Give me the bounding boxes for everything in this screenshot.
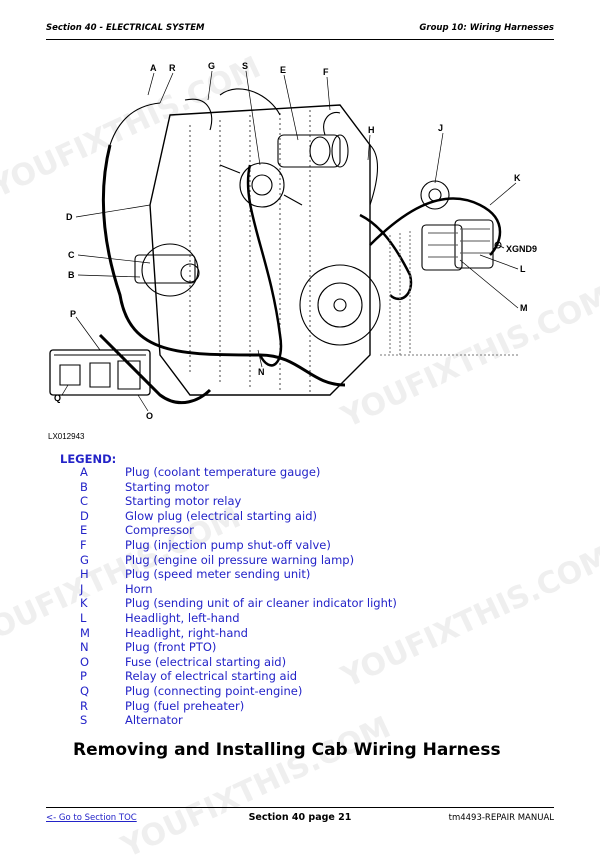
legend-text: Starting motor [125, 479, 210, 494]
legend-title: LEGEND: [60, 452, 117, 466]
legend-text: Plug (fuel preheater) [125, 698, 245, 713]
legend-item: K Plug (sending unit of air cleaner indic… [80, 596, 397, 611]
legend-item: E Compressor [80, 523, 397, 538]
legend-key: M [80, 625, 90, 640]
manual-id: tm4493-REPAIR MANUAL [448, 813, 554, 823]
legend-key: O [80, 654, 90, 669]
legend-text: Horn [125, 581, 153, 596]
legend-text: Alternator [125, 713, 183, 728]
callout-Q: Q [54, 393, 61, 403]
callout-R: R [169, 63, 176, 73]
legend-text: Plug (connecting point-engine) [125, 683, 303, 698]
callout-B: B [68, 270, 75, 280]
section-title: Removing and Installing Cab Wiring Harne… [73, 740, 501, 760]
legend-key: K [80, 596, 88, 611]
page-footer: <- Go to Section TOC Section 40 page 21 … [46, 807, 554, 832]
callout-N: N [258, 367, 265, 377]
legend-item: H Plug (speed meter sending unit) [80, 567, 397, 582]
legend-key: H [80, 567, 89, 582]
legend-item: L Headlight, left-hand [80, 611, 397, 626]
callout-P: P [70, 309, 76, 319]
callout-A: A [150, 63, 157, 73]
legend-item: C Starting motor relay [80, 494, 397, 509]
legend-item: J Horn [80, 582, 397, 597]
legend-item: P Relay of electrical starting aid [80, 669, 397, 684]
figure-id: LX012943 [48, 432, 85, 441]
legend-key: B [80, 479, 88, 494]
legend-key: G [80, 552, 89, 567]
legend-text: Fuse (electrical starting aid) [125, 654, 287, 669]
legend-key: P [80, 669, 87, 684]
legend-text: Headlight, left-hand [125, 610, 240, 625]
callout-H: H [368, 125, 375, 135]
legend-item: A Plug (coolant temperature gauge) [80, 465, 397, 480]
legend-text: Plug (injection pump shut-off valve) [125, 537, 331, 552]
legend-key: C [80, 494, 89, 509]
section-toc-link[interactable]: <- Go to Section TOC [46, 813, 137, 823]
legend-key: Q [80, 683, 90, 698]
callout-K: K [514, 173, 521, 183]
legend-text: Compressor [125, 523, 194, 538]
callout-M: M [520, 303, 528, 313]
callout-L: L [520, 264, 526, 274]
engine-wiring-diagram: A R G S E F H J K XGND9 L M D C B P Q O … [49, 61, 537, 421]
callout-leaders [61, 70, 519, 412]
callout-C: C [68, 250, 75, 260]
legend-item: S Alternator [80, 713, 397, 728]
legend-item: O Fuse (electrical starting aid) [80, 655, 397, 670]
legend-key: D [80, 508, 89, 523]
legend-text: Plug (front PTO) [125, 640, 217, 655]
legend-key: L [80, 610, 87, 625]
legend-item: G Plug (engine oil pressure warning lamp) [80, 553, 397, 568]
callout-O: O [146, 411, 153, 421]
page-number: Section 40 page 21 [248, 812, 352, 823]
legend-text: Plug (speed meter sending unit) [125, 567, 311, 582]
legend-key: N [80, 640, 89, 655]
legend-text: Plug (coolant temperature gauge) [125, 465, 321, 479]
legend-key: A [80, 465, 88, 479]
legend-item: B Starting motor [80, 480, 397, 495]
callout-F: F [323, 67, 329, 77]
callout-E: E [280, 65, 286, 75]
callout-S: S [242, 61, 248, 71]
callout-J: J [438, 123, 443, 133]
legend-item: N Plug (front PTO) [80, 640, 397, 655]
header-section: Section 40 - ELECTRICAL SYSTEM [46, 23, 205, 33]
callout-XGND9: XGND9 [506, 244, 537, 254]
callout-G: G [208, 61, 215, 71]
legend-text: Plug (engine oil pressure warning lamp) [125, 552, 355, 567]
legend-list: A Plug (coolant temperature gauge) B Start… [80, 465, 397, 728]
legend-item: M Headlight, right-hand [80, 626, 397, 641]
legend-text: Relay of electrical starting aid [125, 669, 298, 684]
legend-text: Headlight, right-hand [125, 625, 248, 640]
legend-item: R Plug (fuel preheater) [80, 699, 397, 714]
watermark: YOUFIXTHIS.COM [116, 709, 397, 865]
legend-text: Glow plug (electrical starting aid) [125, 508, 318, 523]
legend-item: D Glow plug (electrical starting aid) [80, 509, 397, 524]
legend-item: F Plug (injection pump shut-off valve) [80, 538, 397, 553]
legend-key: S [80, 713, 88, 728]
page-header: Section 40 - ELECTRICAL SYSTEM Group 10:… [46, 21, 554, 40]
callout-D: D [66, 212, 73, 222]
legend-key: R [80, 698, 88, 713]
header-group: Group 10: Wiring Harnesses [419, 23, 554, 33]
legend-item: Q Plug (connecting point-engine) [80, 684, 397, 699]
legend-key: F [80, 537, 87, 552]
legend-text: Plug (sending unit of air cleaner indica… [125, 596, 397, 611]
legend-text: Starting motor relay [125, 494, 242, 509]
legend-key: J [80, 581, 84, 596]
legend-key: E [80, 523, 88, 538]
